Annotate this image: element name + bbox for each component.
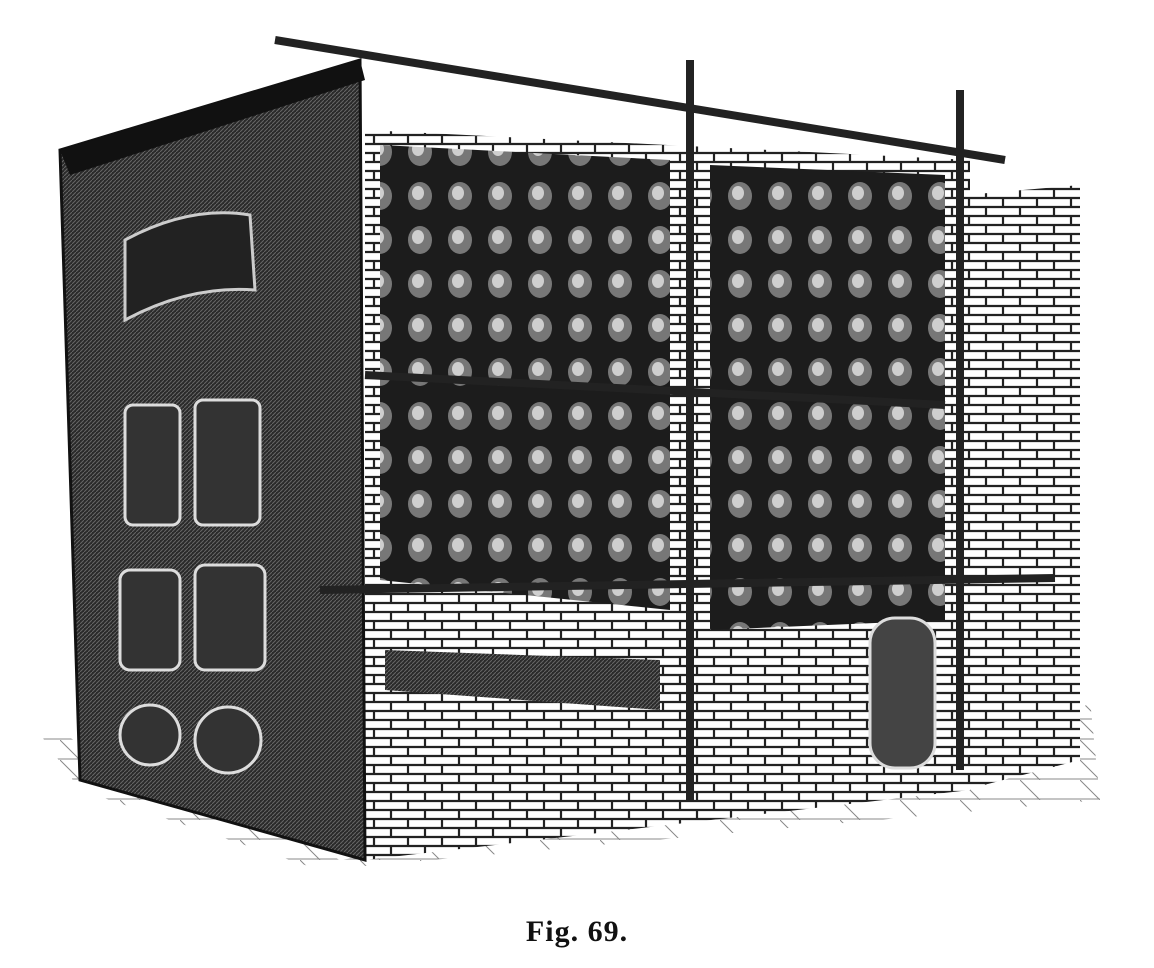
right-brick-wall: [965, 185, 1080, 790]
cornice: [60, 60, 365, 175]
figure-caption: Fig. 69.: [525, 915, 629, 948]
front-doors: [118, 398, 267, 775]
cleanout-door: [868, 616, 937, 770]
pipe-frame: [274, 36, 1056, 800]
left-tube-bank: [380, 145, 670, 610]
name-plate: [123, 211, 257, 323]
grate: [385, 650, 660, 710]
boiler-illustration: [30, 36, 1100, 870]
